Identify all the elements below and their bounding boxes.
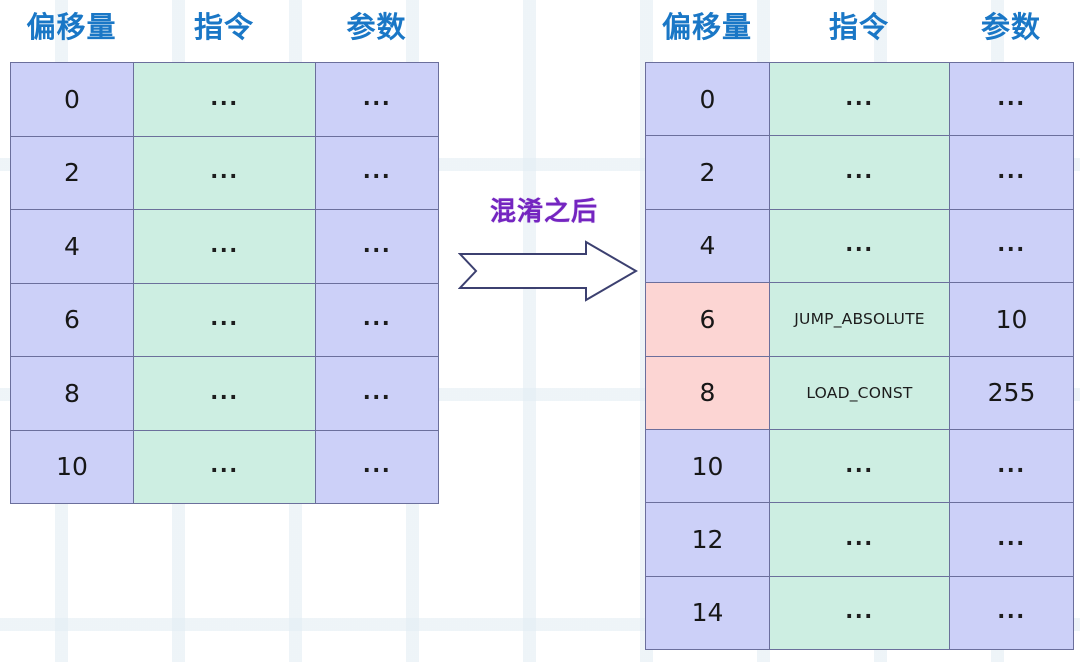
offset-cell: 2	[10, 135, 134, 210]
ellipsis-placeholder: ...	[210, 379, 239, 404]
ellipsis-placeholder: ...	[210, 306, 239, 331]
ellipsis-placeholder: ...	[362, 453, 392, 478]
table-row: 4......	[10, 209, 439, 284]
table-row: 14......	[645, 575, 1074, 651]
offset-cell: 4	[645, 208, 770, 284]
transform-label: 混淆之后	[489, 197, 598, 227]
table-row: 10......	[10, 429, 439, 504]
offset-cell: 8	[645, 355, 770, 430]
ellipsis-placeholder: ...	[845, 452, 874, 477]
offset-cell: 6	[645, 282, 770, 357]
ellipsis-placeholder: ...	[210, 85, 239, 110]
argument-cell: 255	[949, 355, 1074, 430]
instruction-cell: ...	[769, 208, 950, 284]
table-row: 10......	[645, 428, 1074, 504]
instruction-cell: ...	[769, 502, 950, 577]
ellipsis-placeholder: ...	[210, 453, 239, 478]
ellipsis-placeholder: ...	[997, 452, 1026, 477]
offset-cell: 6	[10, 282, 134, 357]
ellipsis-placeholder: ...	[210, 159, 239, 184]
after-table-header-row: 偏移量 指令 参数	[645, 5, 1073, 49]
argument-cell: ...	[315, 356, 439, 431]
table-row: 0......	[645, 61, 1074, 137]
before-table-header-row: 偏移量 指令 参数	[10, 5, 438, 49]
after-header-argument: 参数	[980, 10, 1041, 44]
ellipsis-placeholder: ...	[362, 85, 392, 110]
table-row: 0......	[10, 62, 439, 137]
offset-cell: 0	[645, 61, 770, 137]
argument-cell: 10	[949, 282, 1074, 357]
table-row: 4......	[645, 208, 1074, 284]
instruction-cell: ...	[769, 428, 950, 504]
ellipsis-placeholder: ...	[845, 526, 874, 551]
instruction-cell: ...	[133, 356, 316, 431]
argument-cell: ...	[949, 208, 1074, 284]
argument-cell: ...	[315, 429, 439, 504]
instruction-cell: LOAD_CONST	[769, 355, 950, 430]
offset-cell: 10	[10, 429, 134, 504]
ellipsis-placeholder: ...	[210, 232, 239, 257]
table-row: 12......	[645, 502, 1074, 577]
instruction-cell: ...	[133, 282, 316, 357]
ellipsis-placeholder: ...	[362, 159, 392, 184]
instruction-cell: ...	[133, 429, 316, 504]
argument-cell: ...	[949, 502, 1074, 577]
ellipsis-placeholder: ...	[362, 306, 392, 331]
argument-cell: ...	[949, 135, 1074, 210]
instruction-cell: JUMP_ABSOLUTE	[769, 282, 950, 357]
instruction-cell: ...	[769, 61, 950, 137]
ellipsis-placeholder: ...	[997, 159, 1026, 184]
after-header-instruction: 指令	[828, 10, 889, 44]
offset-cell: 8	[10, 356, 134, 431]
instruction-cell: ...	[769, 135, 950, 210]
ellipsis-placeholder: ...	[845, 599, 874, 624]
argument-cell: ...	[315, 209, 439, 284]
after-header-offset: 偏移量	[661, 10, 752, 44]
table-row: 6......	[10, 282, 439, 357]
argument-cell: ...	[315, 282, 439, 357]
ellipsis-placeholder: ...	[845, 159, 874, 184]
ellipsis-placeholder: ...	[997, 85, 1026, 110]
offset-cell: 4	[10, 209, 134, 284]
before-header-offset: 偏移量	[26, 10, 117, 44]
ellipsis-placeholder: ...	[362, 379, 392, 404]
before-header-instruction: 指令	[193, 10, 254, 44]
instruction-cell: ...	[133, 209, 316, 284]
ellipsis-placeholder: ...	[997, 599, 1026, 624]
ellipsis-placeholder: ...	[997, 232, 1026, 257]
table-row: 2......	[645, 135, 1074, 210]
argument-cell: ...	[949, 428, 1074, 504]
argument-cell: ...	[949, 575, 1074, 651]
offset-cell: 2	[645, 135, 770, 210]
table-row: 2......	[10, 135, 439, 210]
ellipsis-placeholder: ...	[997, 526, 1026, 551]
instruction-cell: ...	[769, 575, 950, 651]
argument-cell: ...	[315, 135, 439, 210]
offset-cell: 10	[645, 428, 770, 504]
table-row: 8......	[10, 356, 439, 431]
right-arrow-icon	[458, 240, 638, 302]
ellipsis-placeholder: ...	[845, 85, 874, 110]
before-table: 0......2......4......6......8......10...…	[10, 62, 439, 504]
offset-cell: 14	[645, 575, 770, 651]
instruction-cell: ...	[133, 62, 316, 137]
instruction-cell: ...	[133, 135, 316, 210]
offset-cell: 12	[645, 502, 770, 577]
before-header-argument: 参数	[346, 10, 407, 44]
argument-cell: ...	[949, 61, 1074, 137]
argument-cell: ...	[315, 62, 439, 137]
offset-cell: 0	[10, 62, 134, 137]
ellipsis-placeholder: ...	[845, 232, 874, 257]
before-table-body: 0......2......4......6......8......10...…	[10, 62, 439, 504]
ellipsis-placeholder: ...	[362, 232, 392, 257]
